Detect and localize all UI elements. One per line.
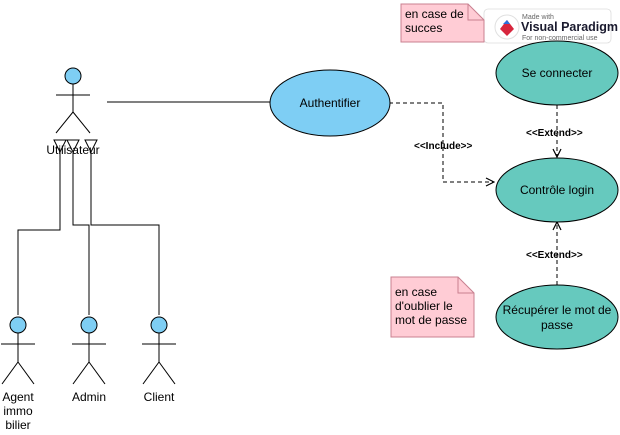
watermark-made-with: Made with	[522, 14, 554, 21]
visual-paradigm-logo-mark	[500, 20, 514, 36]
actor-utilisateur[interactable]: Utilisateur	[46, 67, 100, 157]
use-case-controle-login[interactable]: Contrôle login	[495, 157, 619, 223]
watermark-brand: Visual Paradigm	[521, 20, 618, 34]
visual-paradigm-watermark: Made with Visual Paradigm For non-commer…	[483, 8, 618, 44]
actor-agent-label-line3: bilier	[5, 418, 30, 432]
actor-utilisateur-label: Utilisateur	[46, 143, 99, 157]
watermark-license: For non-commercial use	[522, 35, 598, 42]
actor-admin-head-icon	[80, 316, 98, 334]
actor-client[interactable]: Client	[142, 316, 176, 404]
use-case-recuperer-mot-de-passe[interactable]: Récupérer le mot de passe	[495, 284, 619, 350]
note-succes-line1: en case de	[405, 7, 464, 21]
generalization-lines	[17, 139, 160, 315]
use-case-se-connecter[interactable]: Se connecter	[495, 40, 619, 106]
note-succes[interactable]: en case de succes	[400, 3, 485, 43]
actor-admin-label: Admin	[72, 390, 106, 404]
actor-client-head-icon	[150, 316, 168, 334]
generalization-arrowhead-3	[84, 139, 98, 154]
actor-agent-head-icon	[9, 316, 27, 334]
generalization-arrowhead-1	[53, 139, 67, 154]
authentifier-label: Authentifier	[300, 96, 361, 110]
use-case-authentifier[interactable]: Authentifier	[269, 69, 391, 137]
recuperer-label-line1: Récupérer le mot de	[503, 303, 612, 317]
actor-client-label: Client	[144, 390, 175, 404]
actor-utilisateur-head-icon	[64, 67, 82, 85]
recuperer-label-line2: passe	[541, 318, 573, 332]
generalization-admin	[72, 152, 90, 315]
actor-agent-label-line1: Agent	[2, 390, 34, 404]
actor-agent-immobilier[interactable]: Agent immo bilier	[1, 316, 35, 432]
note-oublier-line1: en case	[395, 285, 437, 299]
note-oublier[interactable]: en case d'oublier le mot de passe	[390, 276, 475, 338]
note-succes-line2: succes	[405, 21, 442, 35]
extend-bottom-label: <<Extend>>	[526, 250, 583, 261]
generalization-agent	[17, 152, 61, 315]
controle-login-label: Contrôle login	[520, 183, 594, 197]
se-connecter-label: Se connecter	[522, 66, 593, 80]
generalization-arrowhead-2	[66, 139, 80, 154]
note-oublier-line3: mot de passe	[395, 313, 467, 327]
generalization-client	[90, 152, 160, 315]
actor-agent-label-line2: immo	[3, 404, 33, 418]
include-relation-line	[389, 102, 494, 182]
actor-admin[interactable]: Admin	[72, 316, 106, 404]
note-oublier-line2: d'oublier le	[395, 299, 453, 313]
extend-top-label: <<Extend>>	[526, 128, 583, 139]
include-label: <<Include>>	[414, 141, 473, 152]
